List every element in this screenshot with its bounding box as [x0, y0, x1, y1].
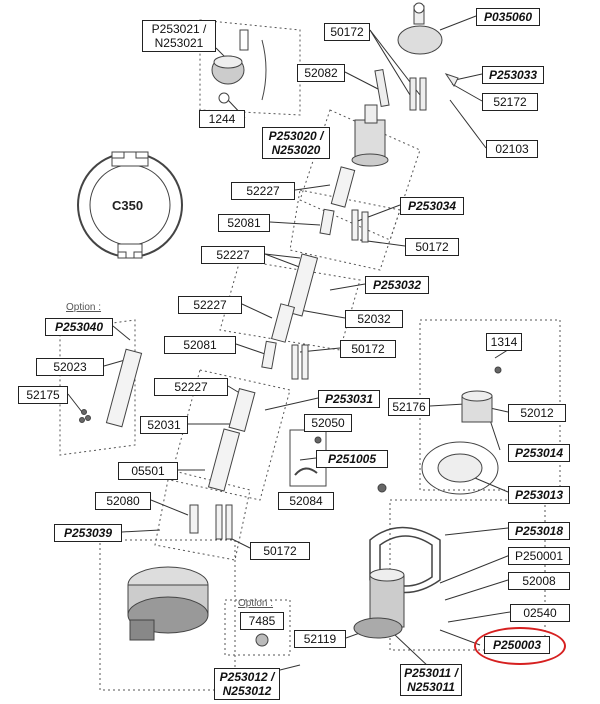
part-label-52084: 52084: [278, 492, 334, 510]
option-label: Option :: [238, 598, 274, 609]
part-label-p251005: P251005: [316, 450, 388, 468]
part-label-50172: 50172: [250, 542, 310, 560]
part-label-p253040: P253040: [45, 318, 113, 336]
part-label-02540: 02540: [510, 604, 570, 622]
part-label-p253013: P253013: [508, 486, 570, 504]
part-label-p253021: P253021 / N253021: [142, 20, 216, 52]
part-label-p253034: P253034: [400, 197, 464, 215]
head-drawing: [351, 104, 389, 167]
nut-drawing: [255, 633, 269, 647]
part-label-52012: 52012: [508, 404, 566, 422]
bushing-drawing: [211, 29, 267, 104]
part-label-p253018: P253018: [508, 522, 570, 540]
part-label-p253031: P253031: [318, 390, 380, 408]
part-label-52031: 52031: [140, 416, 188, 434]
part-label-52227: 52227: [201, 246, 265, 264]
part-label-52008: 52008: [508, 572, 570, 590]
part-label-52081: 52081: [218, 214, 270, 232]
part-label-52050: 52050: [304, 414, 352, 432]
part-label-52227: 52227: [231, 182, 295, 200]
part-label-52080: 52080: [95, 492, 151, 510]
part-label-7485: 7485: [240, 612, 284, 630]
part-label-p250001: P250001: [508, 547, 570, 565]
part-label-05501: 05501: [118, 462, 178, 480]
profile-label: C350: [112, 198, 144, 213]
part-label-50172: 50172: [340, 340, 396, 358]
part-label-52175: 52175: [18, 386, 68, 404]
part-label-52227: 52227: [178, 296, 242, 314]
highlight-ellipse: [474, 627, 566, 665]
part-label-52227: 52227: [154, 378, 228, 396]
part-label-p253012: P253012 / N253012: [214, 668, 280, 700]
part-label-p253033: P253033: [482, 66, 544, 84]
part-label-p035060: P035060: [476, 8, 540, 26]
screw-drawings: [79, 366, 502, 493]
part-label-02103: 02103: [486, 140, 538, 158]
part-label-p253039: P253039: [54, 524, 122, 542]
pin-drawings: [374, 68, 459, 111]
part-label-1314: 1314: [486, 333, 522, 351]
part-label-p253020: P253020 / N253020: [262, 127, 330, 159]
c350-profile-drawing: [77, 151, 183, 259]
part-label-52119: 52119: [294, 630, 346, 648]
part-label-52082: 52082: [297, 64, 345, 82]
tube-drawings: [105, 166, 369, 540]
part-label-p253011: P253011 / N253011: [400, 664, 462, 696]
part-label-p253014: P253014: [508, 444, 570, 462]
part-drawings: [77, 2, 502, 647]
leader-lines: [67, 15, 523, 681]
part-label-52172: 52172: [482, 93, 538, 111]
part-label-50172: 50172: [324, 23, 370, 41]
base-drawing: [353, 568, 405, 639]
part-label-52032: 52032: [345, 310, 403, 328]
knob-drawing: [397, 2, 443, 55]
part-label-50172: 50172: [405, 238, 459, 256]
part-label-52176: 52176: [388, 398, 430, 416]
option-label: Option :: [66, 302, 102, 313]
reel-drawing: [127, 566, 209, 641]
part-label-52023: 52023: [36, 358, 104, 376]
part-label-p253032: P253032: [365, 276, 429, 294]
part-label-52081: 52081: [164, 336, 236, 354]
spool-drawing: [421, 390, 499, 495]
part-label-1244: 1244: [199, 110, 245, 128]
